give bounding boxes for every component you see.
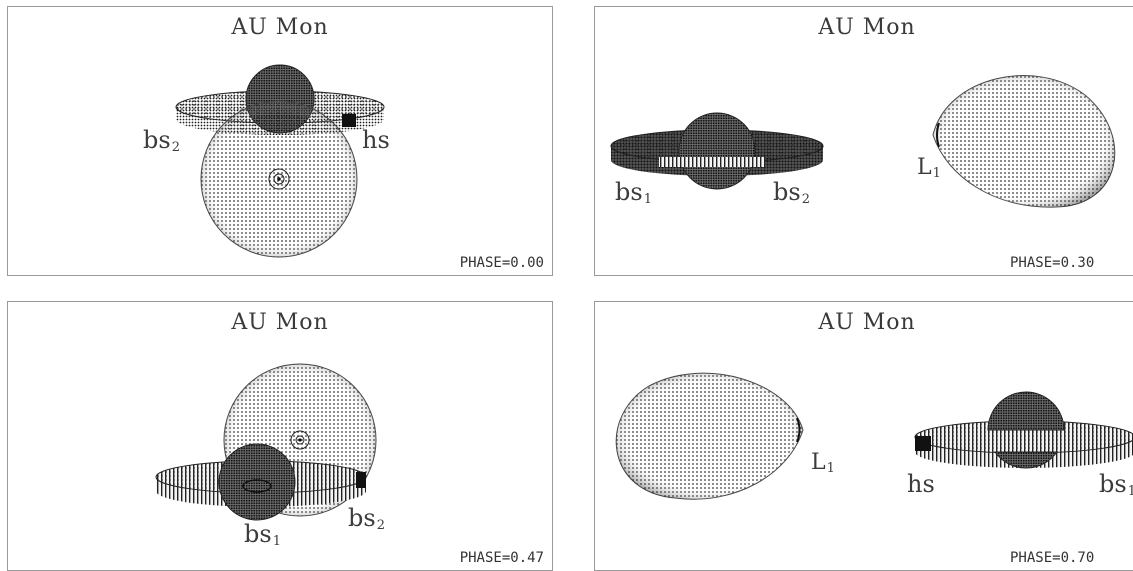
label-bs2: bs2 <box>348 506 385 532</box>
label-L1-text: L <box>811 450 826 475</box>
binary-system-diagram <box>595 7 1133 275</box>
label-bs2-sub: 2 <box>172 140 180 155</box>
label-L1-sub: 1 <box>933 166 941 181</box>
label-bs1-text: bs <box>244 520 272 548</box>
label-L1: L1 <box>811 452 835 475</box>
label-L1: L1 <box>917 157 941 180</box>
binary-system-diagram <box>8 7 552 275</box>
label-bs1: bs1 <box>1099 472 1133 498</box>
label-hs: hs <box>362 128 390 152</box>
label-bs1: bs1 <box>244 522 281 548</box>
donor-star <box>933 76 1115 208</box>
donor-star <box>616 373 803 499</box>
label-hs-text: hs <box>362 126 390 154</box>
label-bs1-text: bs <box>1099 470 1127 498</box>
label-bs2-text: bs <box>143 126 171 154</box>
binary-system-diagram <box>595 302 1133 570</box>
phase-label: PHASE=0.30 <box>1010 255 1094 271</box>
panel-phase-0-30: AU Mon bs1 bs2 L1 PHASE=0.30 <box>594 6 1133 276</box>
label-hs-text: hs <box>907 470 935 498</box>
gainer-star <box>679 113 755 189</box>
label-bs2-text: bs <box>348 504 376 532</box>
label-L1-text: L <box>917 155 932 180</box>
donor-star <box>201 101 357 257</box>
phase-label: PHASE=0.70 <box>1010 550 1094 566</box>
hot-spot-mark <box>342 114 356 127</box>
gainer-star <box>219 444 295 520</box>
label-bs1-text: bs <box>615 178 643 206</box>
label-bs2-text: bs <box>773 178 801 206</box>
label-bs1-sub: 1 <box>644 192 652 207</box>
label-bs1: bs1 <box>615 180 652 206</box>
label-bs2: bs2 <box>143 128 180 154</box>
label-bs2-sub: 2 <box>377 518 385 533</box>
panel-phase-0-70: AU Mon L1 hs bs1 PHASE=0.70 <box>594 301 1133 571</box>
label-L1-sub: 1 <box>827 461 835 476</box>
label-bs2: bs2 <box>773 180 810 206</box>
phase-label: PHASE=0.47 <box>460 550 544 566</box>
label-bs1-sub: 1 <box>273 534 281 549</box>
phase-label: PHASE=0.00 <box>460 255 544 271</box>
panel-phase-0-47: AU Mon bs1 bs2 PHASE=0.47 <box>7 301 553 571</box>
label-bs1-sub: 1 <box>1128 484 1133 499</box>
gainer-star <box>988 392 1064 468</box>
label-bs2-sub: 2 <box>802 192 810 207</box>
panel-phase-0-00: AU Mon bs2 hs PHASE=0.00 <box>7 6 553 276</box>
label-hs: hs <box>907 472 935 496</box>
